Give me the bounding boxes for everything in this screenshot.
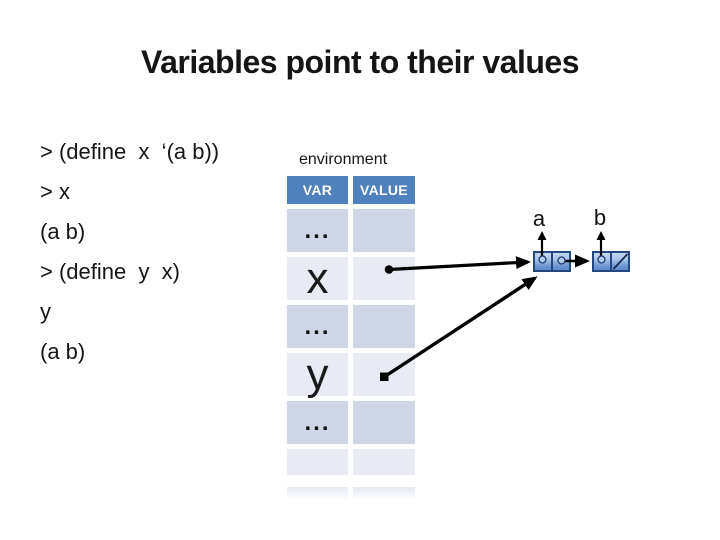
symbol-label-a: a [532,206,546,231]
value-cell [353,209,415,252]
repl-line: > (define x ‘(a b)) [40,139,220,164]
cons-cell-2-car-box [592,251,612,272]
environment-header-row: VAR VALUE [287,176,415,204]
slide-title: Variables point to their values [141,44,579,80]
repl-line: y [40,299,51,324]
var-cell-x: x [287,256,348,300]
repl-line: (a b) [40,339,86,364]
table-row: ... [287,209,415,252]
var-cell-empty [287,449,348,475]
table-reflection [353,487,415,500]
symbol-label-b: b [593,205,607,230]
table-row: y [287,352,415,396]
cons-cell-1-cdr-box [551,251,571,272]
value-cell [353,401,415,444]
table-row: ... [287,305,415,348]
var-cell-y: y [287,352,348,396]
column-header-value: VALUE [353,176,415,204]
cons-cell-1-car-box [533,251,553,272]
repl-line: > x [40,179,70,204]
repl-line: > (define y x) [40,259,181,284]
table-row: ... [287,401,415,444]
table-row: x [287,256,415,300]
environment-table: VAR VALUE ... x ... y ... [282,171,420,480]
value-cell-y [353,353,415,396]
repl-transcript: > (define x ‘(a b)) > x (a b) > (define … [40,132,219,372]
value-cell-x [353,257,415,300]
var-cell-ellipsis: ... [287,305,348,348]
repl-line: (a b) [40,219,86,244]
var-cell-ellipsis: ... [287,401,348,444]
column-header-var: VAR [287,176,348,204]
var-cell-ellipsis: ... [287,209,348,252]
table-reflection [287,487,348,500]
value-cell [353,305,415,348]
environment-label: environment [299,151,388,168]
cons-cell-2-cdr-box [610,251,630,272]
value-cell-empty [353,449,415,475]
table-row [287,449,415,475]
